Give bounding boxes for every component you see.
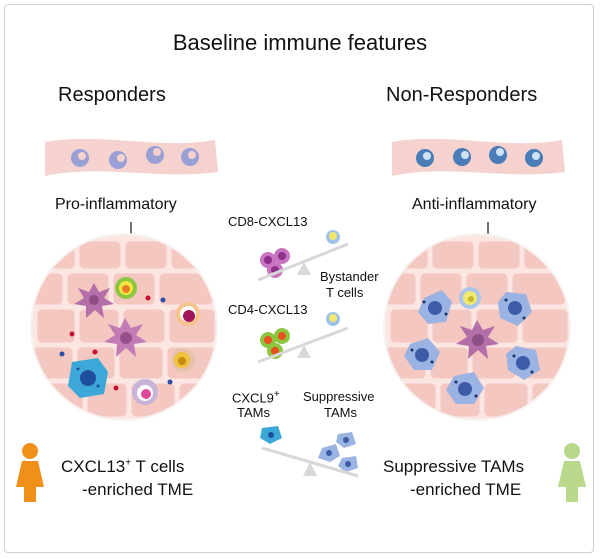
macrophage-cell — [456, 320, 499, 359]
t-cell — [132, 379, 158, 405]
tumor-microenvironment-left — [30, 233, 218, 421]
vessel-cell — [453, 148, 471, 166]
cxcl13-superscript: + — [125, 457, 132, 469]
vessel-cell — [71, 149, 89, 167]
suppressive-label-line2: TAMs — [324, 405, 357, 420]
figure-border — [4, 4, 594, 553]
blood-vessel-left — [45, 138, 218, 176]
bystander-cell-top — [326, 230, 340, 244]
vessel-cell — [525, 149, 543, 167]
dot — [167, 379, 173, 385]
vessel-cell — [146, 146, 164, 164]
suppressive-tam-cell — [418, 290, 452, 324]
suppressive-tam-cell — [404, 338, 440, 370]
dot — [160, 297, 166, 303]
cd8-cxcl13-label: CD8-CXCL13 — [228, 214, 308, 229]
dot — [92, 349, 98, 355]
cxcl9-text: CXCL9 — [232, 390, 274, 406]
tumor-microenvironment-right — [383, 233, 571, 421]
suppressive-tam-cluster — [318, 432, 358, 472]
dot — [69, 331, 75, 337]
vessel-cell — [181, 148, 199, 166]
responder-tme-label-line2: -enriched TME — [82, 480, 194, 499]
non-responder-tme-label-line2: -enriched TME — [410, 480, 522, 499]
pro-inflammatory-label: Pro-inflammatory — [55, 196, 177, 213]
non-responders-heading: Non-Responders — [386, 84, 538, 106]
t-cell — [459, 287, 481, 309]
dot — [145, 295, 151, 301]
t-cell — [171, 348, 195, 372]
t-cell — [115, 277, 137, 299]
blood-vessel-right — [392, 138, 565, 176]
macrophage-cell — [104, 318, 147, 357]
cxcl9-superscript: + — [273, 389, 280, 400]
cxcl9-label-line1: CXCL9+ — [232, 389, 280, 405]
cxcl9-label-line2: TAMs — [237, 405, 270, 420]
macrophage-cell — [74, 283, 114, 318]
tumor-cell-blue — [68, 358, 108, 398]
figure-title: Baseline immune features — [172, 30, 428, 55]
vessel-cell — [109, 151, 127, 169]
person-icon-responder — [16, 443, 44, 502]
suppressive-tam-cell — [498, 292, 532, 326]
responders-heading: Responders — [58, 84, 166, 106]
vessel-cell — [489, 146, 507, 164]
responder-tme-label-line1: CXCL13+ T cells — [61, 457, 184, 477]
cxcl13-text: CXCL13 — [61, 457, 126, 476]
anti-inflammatory-label: Anti-inflammatory — [412, 196, 537, 213]
suppressive-label-line1: Suppressive — [303, 389, 375, 404]
bystander-label-line1: Bystander — [320, 269, 379, 284]
bystander-cell-bottom — [326, 312, 340, 326]
balance-top — [257, 242, 349, 282]
cd4-cxcl13-label: CD4-CXCL13 — [228, 302, 308, 317]
dot — [113, 385, 119, 391]
suppressive-tam-cell — [446, 372, 484, 404]
balance-middle — [257, 326, 349, 364]
dot — [59, 351, 65, 357]
cxcl9-tam-cell — [260, 426, 282, 444]
balance-bottom — [261, 446, 359, 478]
t-cells-text: T cells — [131, 457, 185, 476]
suppressive-tam-cell — [506, 346, 540, 380]
vessel-cell — [416, 149, 434, 167]
t-cell — [176, 302, 200, 326]
non-responder-tme-label-line1: Suppressive TAMs — [383, 457, 525, 476]
person-icon-non-responder — [558, 443, 586, 502]
bystander-label-line2: T cells — [326, 285, 364, 300]
